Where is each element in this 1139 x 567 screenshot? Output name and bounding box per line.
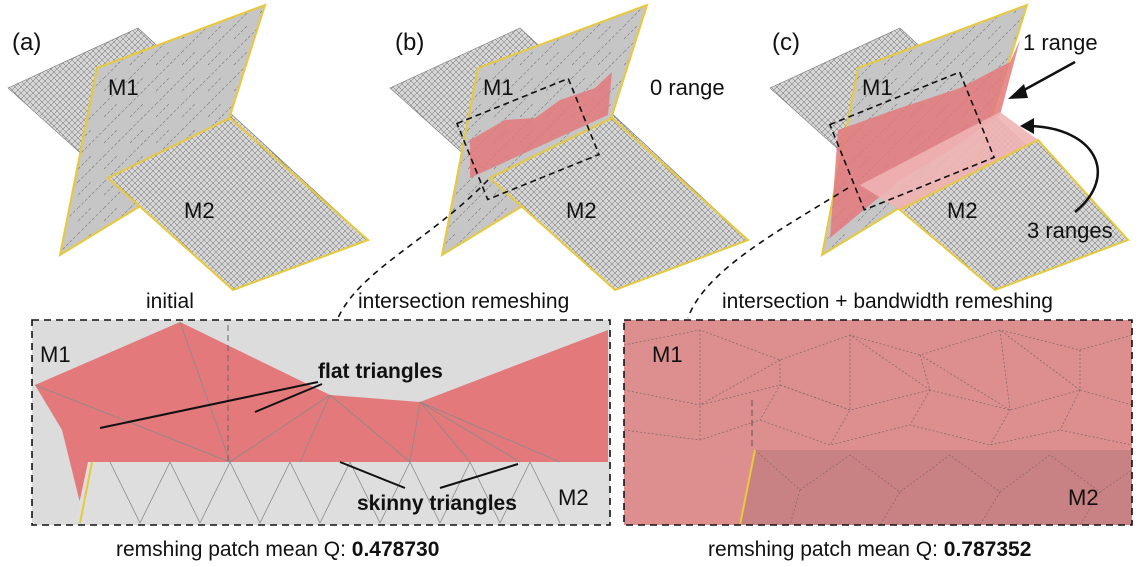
zoom-left-m1-label: M1 xyxy=(40,342,71,367)
panel-c-arrow-3 xyxy=(1029,124,1100,213)
panel-b-m1-label: M1 xyxy=(483,75,514,100)
panel-c-arrow-3-head xyxy=(1020,118,1034,134)
zoom-left: M1 M2 flat triangles skinny triangles re… xyxy=(31,319,611,561)
zoom-left-frame xyxy=(31,319,611,526)
panel-c: (c) M1 M2 1 range 3 ranges intersection … xyxy=(722,3,1130,313)
zoom-right-m2-overlap xyxy=(740,450,1132,525)
zoom-left-q-line: remshing patch mean Q: 0.478730 xyxy=(116,538,439,561)
panel-b-m2-label: M2 xyxy=(566,198,597,223)
zoom-left-mesh-lines xyxy=(34,321,561,524)
panel-c-caption: intersection + bandwidth remeshing xyxy=(722,290,1053,313)
zoom-right: M1 M2 remshing patch mean Q: 0.787352 xyxy=(623,319,1133,561)
panel-c-m1-label: M1 xyxy=(862,75,893,100)
zoom-right-frame xyxy=(623,319,1133,526)
panel-a-letter: (a) xyxy=(12,29,41,56)
panel-c-remeshed-band-m2 xyxy=(860,112,1038,210)
panel-c-m2-label: M2 xyxy=(947,198,978,223)
panel-a-m2-label: M2 xyxy=(184,198,215,223)
zoom-right-yellow-edge xyxy=(739,449,756,526)
zoom-right-q-prefix: remshing patch mean Q: xyxy=(708,538,944,561)
zoom-left-yellow-edge xyxy=(79,461,93,524)
zoom-left-q-value: 0.478730 xyxy=(352,538,440,561)
zoom-right-mesh-lines xyxy=(623,329,1133,526)
panel-a-m2-front xyxy=(106,116,370,292)
panel-b-zoom-box xyxy=(455,77,601,201)
connector-right xyxy=(687,187,849,319)
panel-b-range-note: 0 range xyxy=(650,75,725,100)
zoom-right-m1-label: M1 xyxy=(652,342,683,367)
zoom-right-q-value: 0.787352 xyxy=(944,538,1032,561)
panel-c-range-note-1: 1 range xyxy=(1023,30,1098,55)
zoom-left-red-surface xyxy=(35,322,608,523)
panel-a: (a) M1 M2 initial xyxy=(7,3,370,313)
flat-callout-2 xyxy=(254,383,323,413)
panel-a-caption: initial xyxy=(146,290,194,313)
panel-c-m2-front xyxy=(898,138,1130,292)
panel-c-range-note-3: 3 ranges xyxy=(1027,218,1113,243)
panel-a-m1-label: M1 xyxy=(108,75,139,100)
panel-b-caption: intersection remeshing xyxy=(358,290,569,313)
zoom-left-m2-label: M2 xyxy=(558,485,589,510)
skinny-triangles-label: skinny triangles xyxy=(357,492,517,515)
zoom-right-m2-label: M2 xyxy=(1068,485,1099,510)
panel-b: (b) M1 M2 0 range intersection remeshing xyxy=(358,3,750,313)
panel-c-letter: (c) xyxy=(772,29,800,56)
zoom-left-q-prefix: remshing patch mean Q: xyxy=(116,538,352,561)
connector-left xyxy=(337,179,489,319)
skinny-callout-2 xyxy=(439,463,519,489)
flat-callout-1 xyxy=(99,381,319,429)
panel-b-m2-front xyxy=(488,116,750,292)
panel-b-letter: (b) xyxy=(395,29,424,56)
flat-triangles-label: flat triangles xyxy=(318,360,443,383)
skinny-callout-1 xyxy=(339,461,406,489)
panel-c-arrow-1-head xyxy=(1008,84,1028,99)
zoom-right-q-line: remshing patch mean Q: 0.787352 xyxy=(708,538,1031,561)
